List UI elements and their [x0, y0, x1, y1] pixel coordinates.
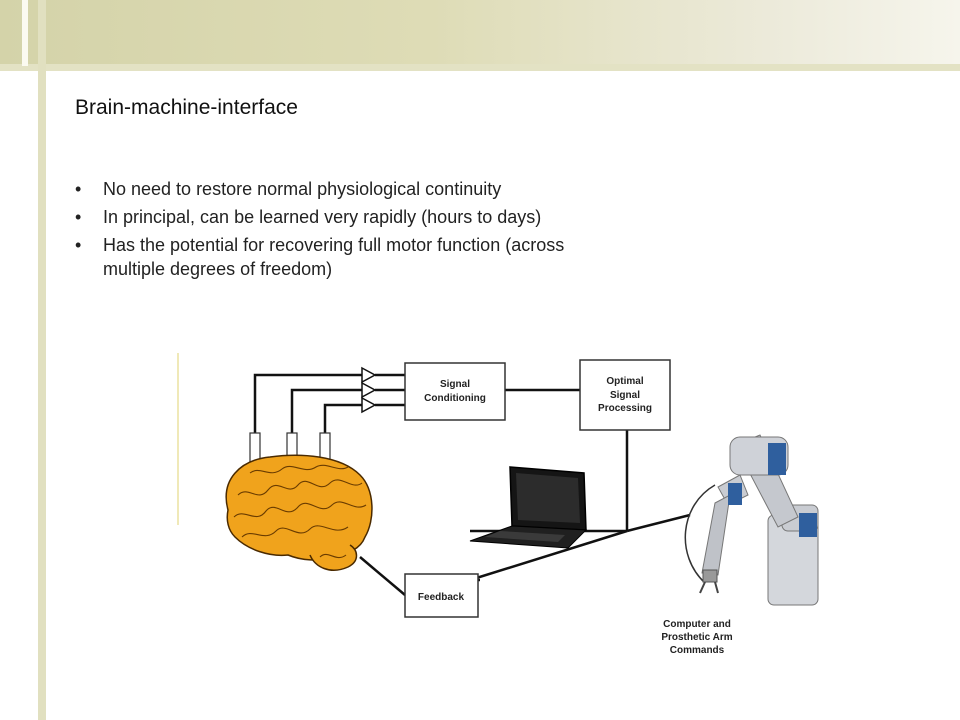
bullet-dot: • — [75, 179, 82, 199]
brain-icon — [225, 454, 373, 571]
robot-arm-icon — [684, 434, 819, 606]
bmi-diagram: Signal Conditioning Optimal Signal Proce… — [177, 353, 819, 656]
decor-bar — [22, 0, 28, 66]
signal-conditioning-box: Signal Conditioning — [404, 362, 506, 421]
header-edge — [0, 64, 960, 71]
bullet-dot: • — [75, 235, 82, 255]
bullet-dot: • — [75, 207, 82, 227]
amplifier-icons — [361, 366, 377, 414]
optimal-processing-label-3: Processing — [598, 403, 652, 414]
bullet-item: • No need to restore normal physiological… — [75, 177, 595, 201]
electrode-wires — [253, 373, 362, 435]
header-band — [0, 0, 960, 66]
bullet-text: In principal, can be learned very rapidl… — [103, 207, 542, 227]
slide-title: Brain-machine-interface — [75, 96, 298, 119]
bullet-list: • No need to restore normal physiological… — [75, 177, 595, 285]
bullet-text: No need to restore normal physiological … — [103, 179, 502, 199]
feedback-label: Feedback — [418, 592, 465, 603]
signal-conditioning-label-1: Signal — [440, 379, 470, 390]
computer-commands-label-1: Computer and — [663, 619, 731, 630]
bullet-item: • Has the potential for recovering full m… — [75, 233, 595, 281]
decor-bar-left — [38, 0, 46, 720]
laptop-icon — [469, 466, 588, 549]
optimal-processing-label-1: Optimal — [606, 376, 643, 387]
computer-commands-label: Computer and Prosthetic Arm Commands — [661, 619, 732, 656]
feedback-box: Feedback — [404, 573, 479, 618]
optimal-processing-label-2: Signal — [610, 390, 640, 401]
computer-commands-label-2: Prosthetic Arm — [661, 632, 732, 643]
signal-conditioning-label-2: Conditioning — [424, 393, 486, 404]
optimal-processing-box: Optimal Signal Processing — [579, 359, 671, 431]
bullet-item: • In principal, can be learned very rapid… — [75, 205, 595, 229]
bullet-text: Has the potential for recovering full mo… — [103, 235, 565, 279]
computer-commands-label-3: Commands — [670, 645, 725, 656]
